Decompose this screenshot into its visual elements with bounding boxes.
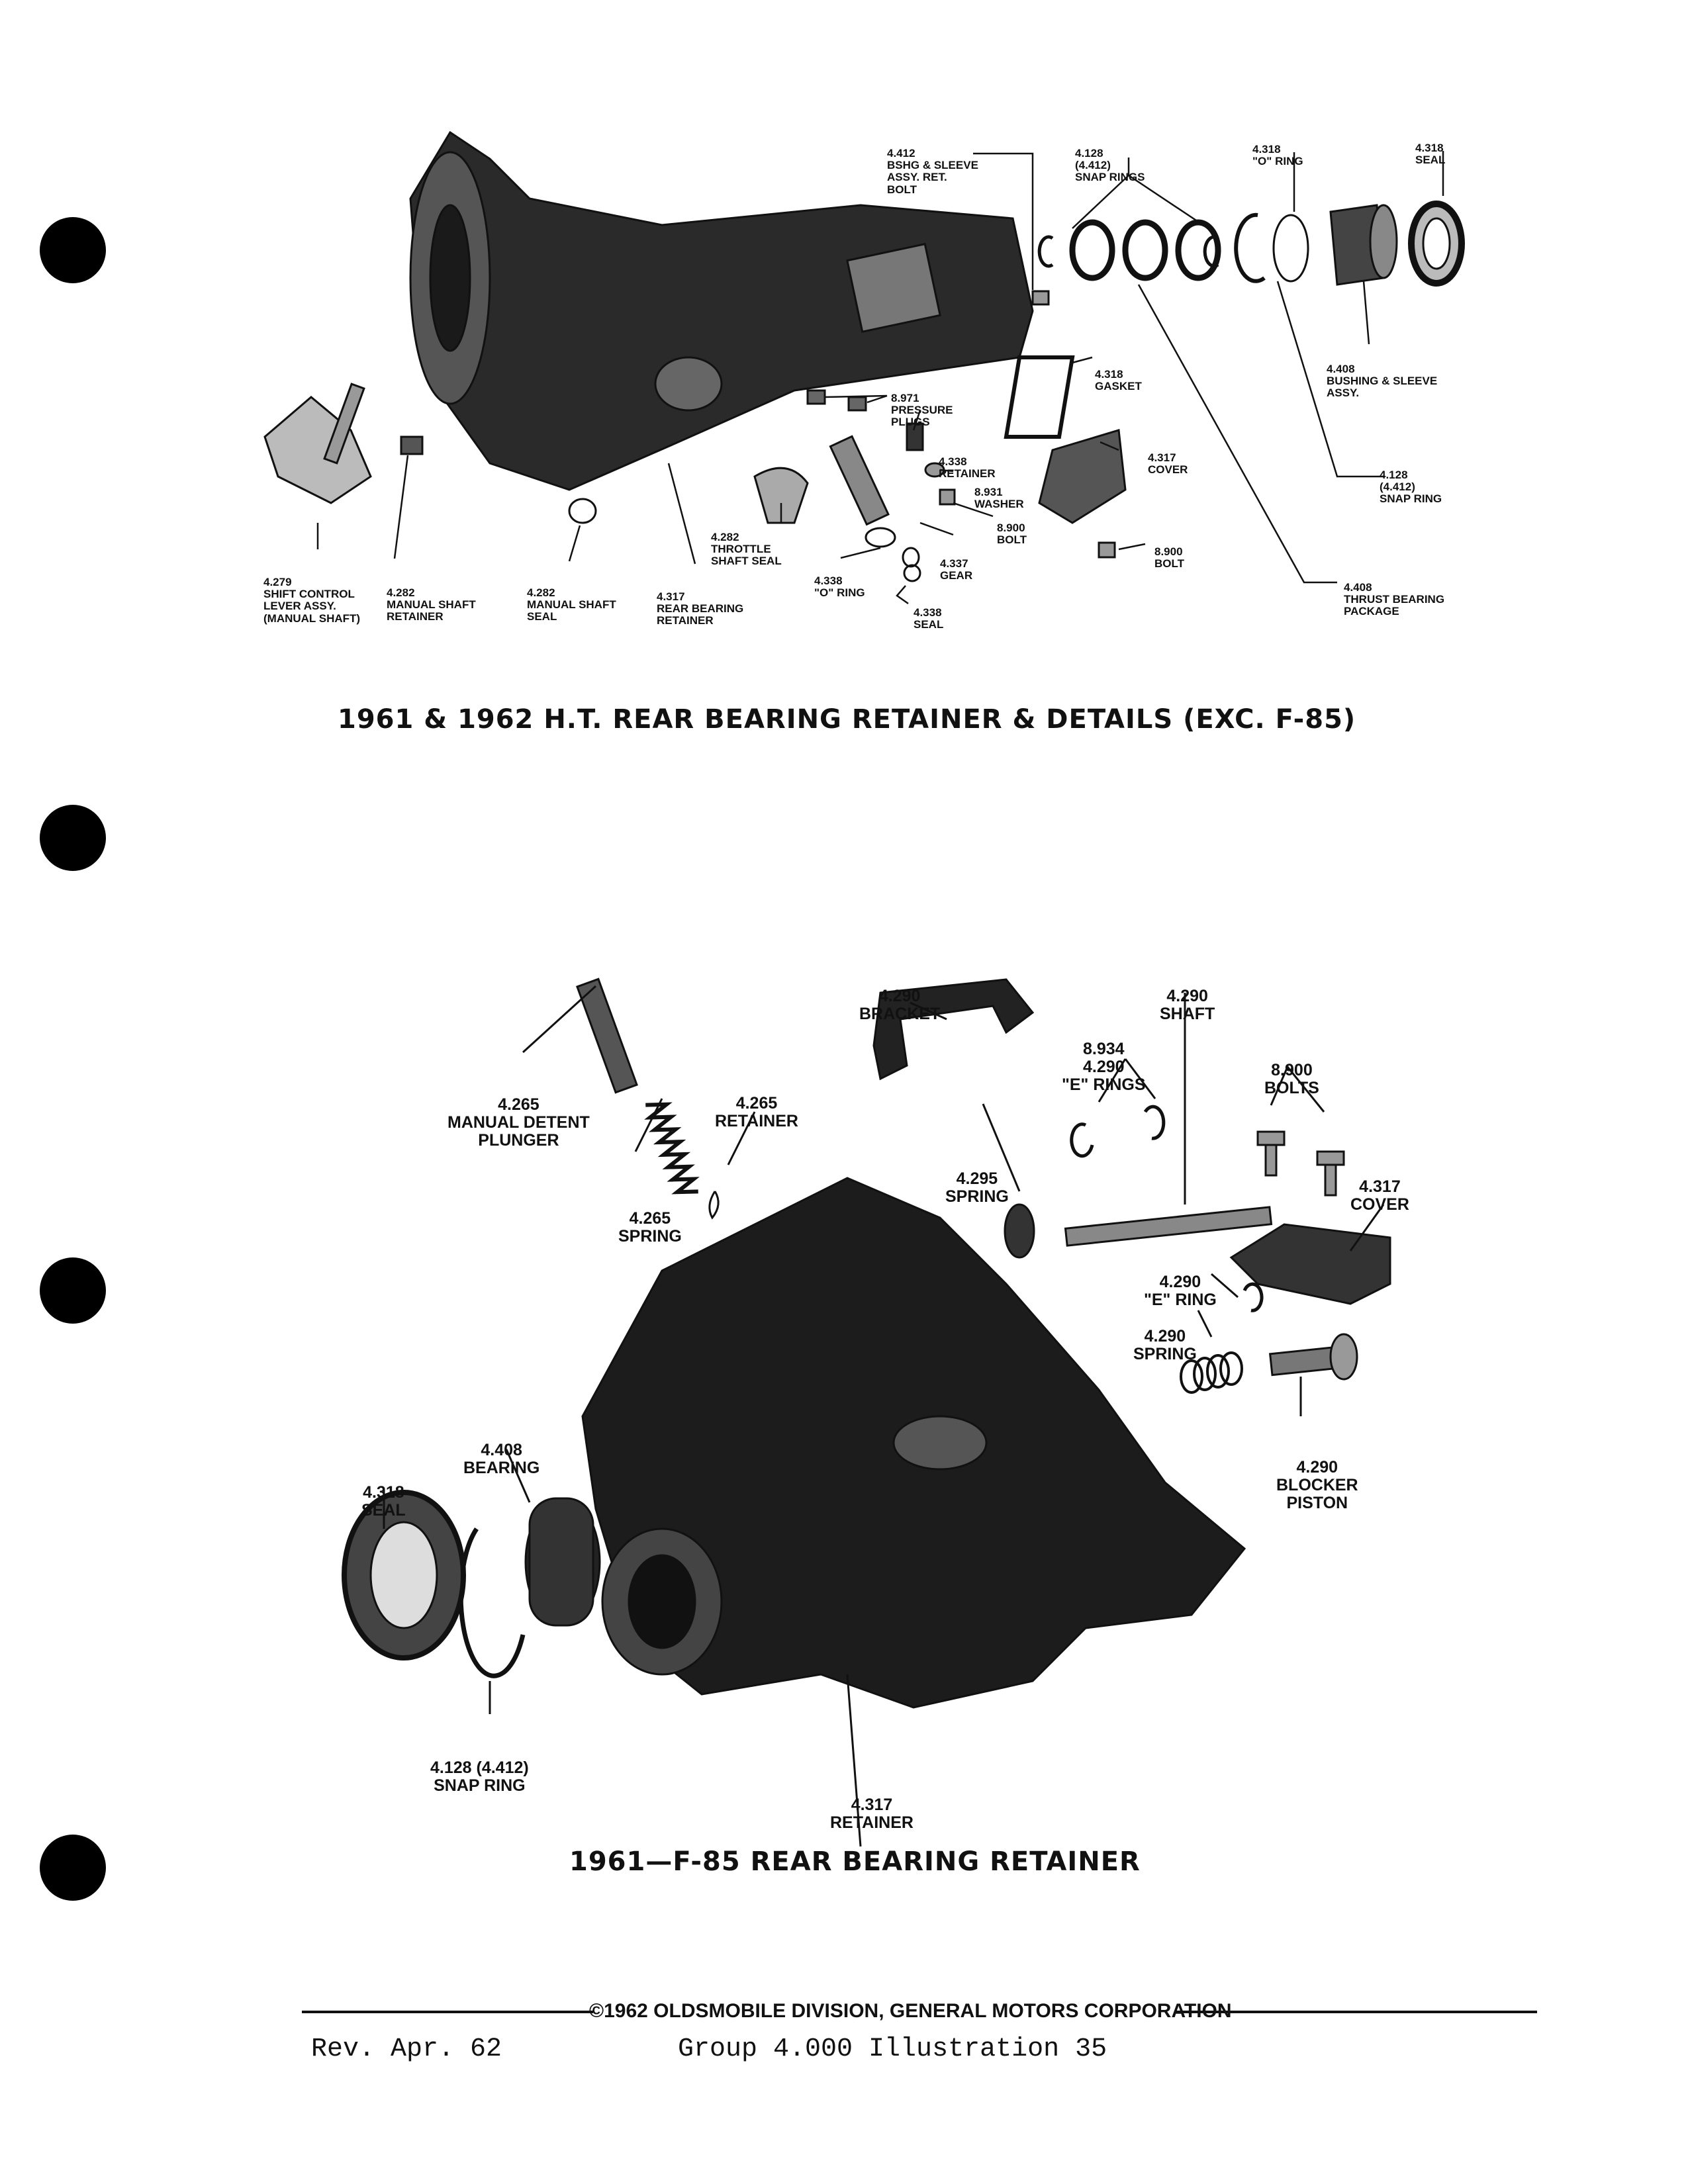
copyright-notice: ©1962 OLDSMOBILE DIVISION, GENERAL MOTOR… — [589, 2000, 1232, 2022]
binder-hole-1 — [40, 217, 106, 283]
f85-exploded-illustration — [342, 978, 1391, 1847]
footer-rule-left — [302, 2011, 593, 2013]
binder-hole-4 — [40, 1835, 106, 1901]
label-4128-snap-ring: 4.128 (4.412)SNAP RING — [430, 1758, 529, 1795]
shift-lever-part — [263, 396, 372, 504]
label-4128-snap-rings: 4.128(4.412)SNAP RINGS — [1075, 146, 1145, 184]
transmission-case — [409, 130, 1034, 491]
footer-rule-right — [1174, 2011, 1537, 2013]
label-4128-snap-ring: 4.128(4.412)SNAP RING — [1380, 468, 1442, 506]
binder-hole-2 — [40, 805, 106, 871]
group-illustration-number: Group 4.000 Illustration 35 — [678, 2034, 1107, 2064]
label-4318-o-ring: 4.318"O" RING — [1252, 142, 1303, 168]
figure-1-caption: 1961 & 1962 H.T. REAR BEARING RETAINER &… — [338, 704, 1356, 735]
binder-hole-3 — [40, 1257, 106, 1324]
label-4338-o-ring: 4.338"O" RING — [814, 574, 865, 600]
label-4290-e-ring: 4.290"E" RING — [1144, 1273, 1217, 1309]
figure-2-caption: 1961—F-85 REAR BEARING RETAINER — [569, 1846, 1141, 1877]
ht-exploded-illustration — [263, 130, 1465, 605]
revision-date: Rev. Apr. 62 — [311, 2034, 502, 2064]
